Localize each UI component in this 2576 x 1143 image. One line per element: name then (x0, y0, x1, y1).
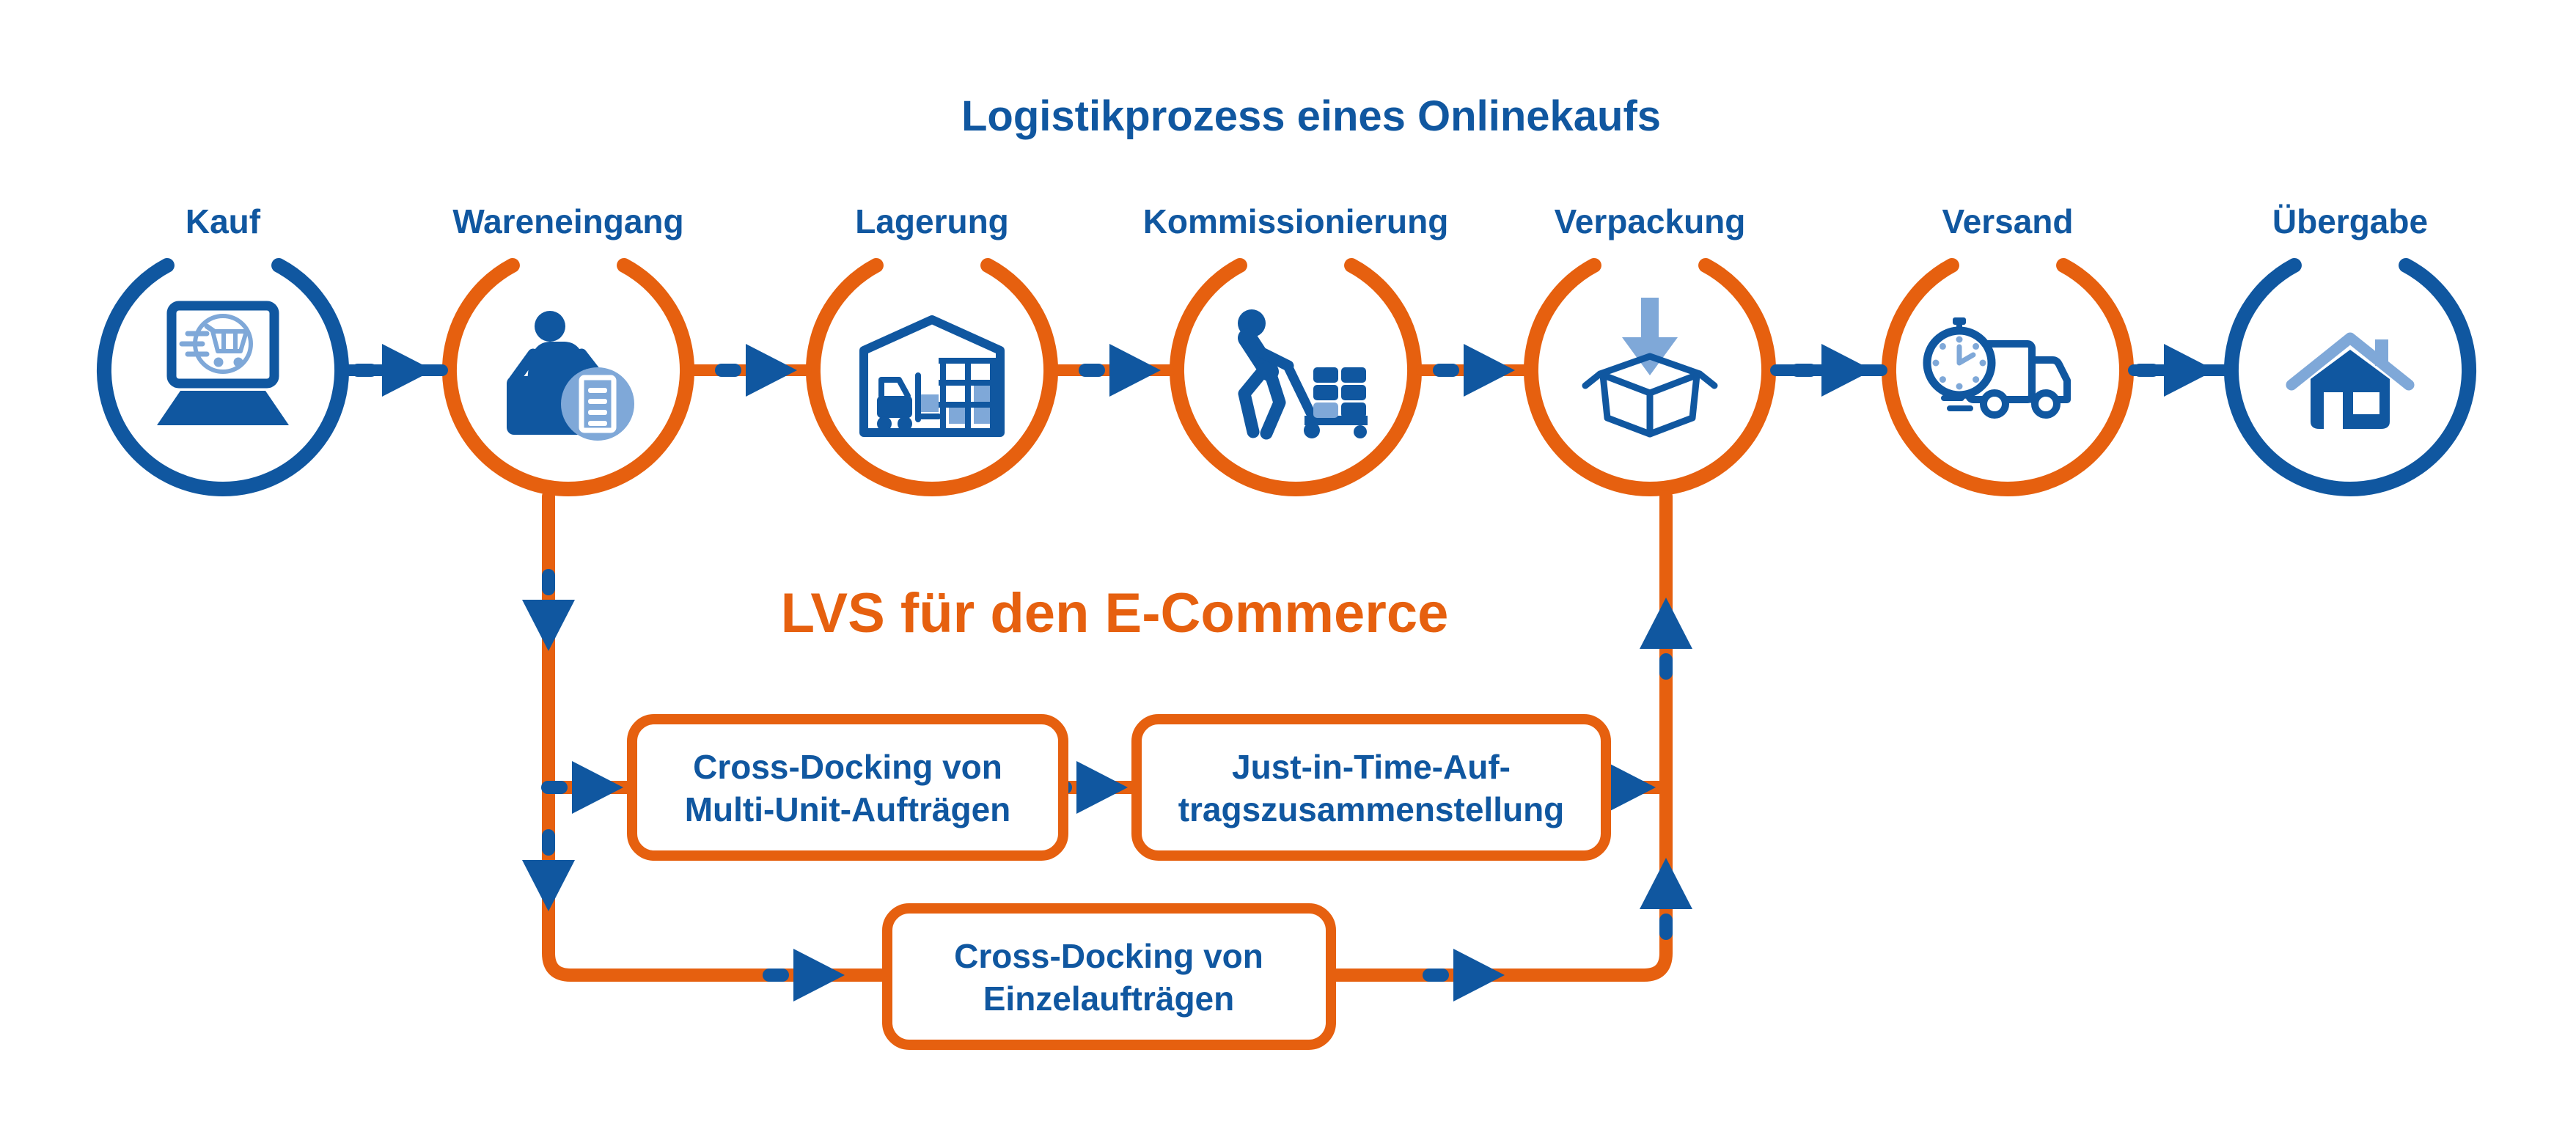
page-title: Logistikprozess eines Onlinekaufs (961, 92, 1661, 140)
arrow-right-icon (2133, 344, 2215, 397)
step-node-kommissionierung: Kommissionierung (1143, 202, 1449, 489)
arrow-right-icon (1433, 344, 1515, 397)
step-label: Lagerung (855, 202, 1009, 240)
receipt-document-icon (561, 367, 634, 441)
order-picking-trolley-icon (1238, 309, 1368, 440)
step-node-versand: Versand (1889, 202, 2127, 489)
step-label: Versand (1942, 202, 2074, 240)
step-node-kauf: Kauf (104, 202, 342, 489)
arrow-right-icon (351, 344, 433, 397)
arrow-up-icon (1640, 858, 1692, 940)
arrow-right-icon (715, 344, 797, 397)
storage-rack-icon (939, 358, 999, 430)
step-label: Kommissionierung (1143, 202, 1449, 240)
lvs-line-right-up (1324, 490, 1673, 982)
box-text-line: tragszusammenstellung (1178, 790, 1565, 828)
box-text-line: Just-in-Time-Auf- (1232, 748, 1511, 786)
lvs-box-einzelauftraege: Cross-Docking von Einzelaufträgen (882, 903, 1336, 1050)
process-box (1131, 714, 1611, 861)
arrow-right-icon (1079, 344, 1161, 397)
open-carton-icon (1582, 353, 1718, 438)
arrow-right-icon (763, 949, 845, 1001)
open-box-arrow-icon (1582, 298, 1718, 438)
arrow-right-icon (1423, 949, 1505, 1001)
worker-icon (1238, 309, 1294, 440)
lvs-line-left-down (542, 490, 894, 982)
box-text-line: Multi-Unit-Aufträgen (685, 790, 1011, 828)
step-node-verpackung: Verpackung (1531, 202, 1769, 489)
arrow-down-icon (522, 569, 575, 651)
speedy-cart-icon (179, 314, 253, 374)
step-node-wareneingang: Wareneingang (449, 202, 687, 489)
lvs-box-multi-unit: Cross-Docking von Multi-Unit-Aufträgen (627, 714, 1068, 861)
warehouse-forklift-icon (859, 315, 1005, 437)
box-text-line: Cross-Docking von (954, 937, 1263, 975)
arrow-right-icon (1791, 344, 1873, 397)
process-box (627, 714, 1068, 861)
house-icon (2286, 332, 2415, 429)
delivery-truck-stopwatch-icon (1923, 317, 2071, 419)
step-node-lagerung: Lagerung (813, 202, 1051, 489)
arrow-down-icon (522, 829, 575, 911)
step-label: Übergabe (2272, 202, 2428, 240)
step-node-uebergabe: Übergabe (2231, 202, 2469, 489)
laptop-shopping-cart-icon (157, 301, 289, 425)
process-box (882, 903, 1336, 1050)
lvs-heading: LVS für den E-Commerce (781, 582, 1449, 644)
step-connectors (343, 344, 2230, 397)
goods-receipt-desk-icon (507, 311, 634, 441)
stopwatch-icon (1923, 317, 1996, 400)
arrow-up-icon (1640, 598, 1692, 680)
lvs-flow: LVS für den E-Commerce Cross-Docking von… (522, 490, 1692, 1050)
step-label: Verpackung (1555, 202, 1746, 240)
forklift-icon (877, 372, 942, 431)
pallet-truck-icon (1282, 359, 1368, 438)
box-text-line: Einzelaufträgen (983, 980, 1235, 1018)
lvs-box-just-in-time: Just-in-Time-Auf- tragszusammenstellung (1131, 714, 1611, 861)
box-text-line: Cross-Docking von (693, 748, 1002, 786)
step-label: Wareneingang (452, 202, 683, 240)
step-label: Kauf (186, 202, 261, 240)
